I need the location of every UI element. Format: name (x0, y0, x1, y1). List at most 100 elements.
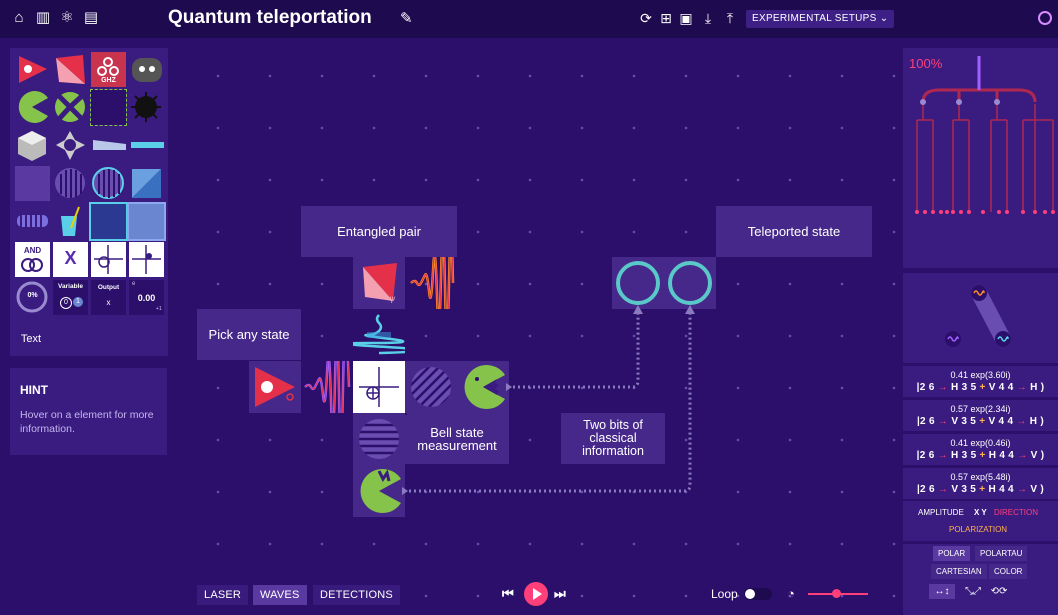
probability-label: 100% (909, 56, 943, 71)
home-icon[interactable]: ⌂ (14, 9, 24, 26)
four-way-detector-tile[interactable] (53, 90, 88, 125)
speed-slider[interactable] (808, 589, 868, 598)
output-slot-2[interactable] (664, 257, 716, 309)
cartesian-button[interactable]: CARTESIAN (931, 564, 987, 579)
polarizer-board[interactable] (405, 361, 457, 413)
sugar-glass-tile[interactable] (53, 204, 88, 239)
output-tile[interactable]: Output x (91, 280, 126, 315)
axis-arrows-icon[interactable]: ↔↕ (929, 584, 955, 599)
tab-detections[interactable]: DETECTIONS (313, 585, 400, 605)
polartau-button[interactable]: POLARTAU (975, 546, 1028, 561)
spdc-crystal-tile[interactable] (53, 52, 88, 87)
number-value: 0.00 (137, 293, 156, 303)
color-button[interactable]: COLOR (989, 564, 1028, 579)
edit-title-icon[interactable]: ✎ (400, 10, 413, 27)
glass-tile[interactable] (53, 128, 88, 163)
map-icon[interactable]: ▥ (35, 9, 51, 26)
sugar-solution-tile[interactable] (15, 166, 50, 201)
play-button[interactable] (524, 582, 548, 606)
spdc-source[interactable]: ψ (353, 257, 405, 309)
and-gate-tile[interactable]: AND (15, 242, 50, 277)
state-row-1: 0.41 exp(3.60i) |2 6 → H 3 5 + V 4 4 → H… (903, 366, 1058, 397)
output-slot-1[interactable] (612, 257, 664, 309)
mode-amplitude[interactable]: AMPLITUDE (918, 508, 964, 517)
cnot-gate-tile[interactable] (91, 242, 126, 277)
camera-tile[interactable] (129, 52, 164, 87)
label-two-bits[interactable]: Two bits of classical information (561, 413, 665, 464)
box-tile[interactable] (127, 202, 166, 241)
laser-source[interactable] (249, 361, 301, 413)
encyclopedia-icon[interactable]: ▤ (83, 9, 99, 26)
state-ket: |2 6 → V 3 5 + H 4 4 → V ) (916, 484, 1045, 495)
diagonal-arrows-icon[interactable]: ⤡⤢ (965, 586, 981, 597)
state-row-2: 0.57 exp(2.34i) |2 6 → V 3 5 + V 4 4 → H… (903, 400, 1058, 431)
atom-icon[interactable]: ⚛ (60, 9, 74, 26)
tab-waves[interactable]: WAVES (253, 585, 307, 605)
phase-plate-tile[interactable] (129, 166, 164, 201)
new-level-icon[interactable]: ⊞ (660, 10, 672, 26)
mode-direction[interactable]: DIRECTION (994, 508, 1038, 517)
reset-icon[interactable]: ⟳ (640, 10, 652, 26)
state-amplitude: 0.41 exp(0.46i) (950, 438, 1011, 448)
download-icon[interactable]: ⤓ (704, 10, 712, 26)
absorber-tile[interactable] (90, 89, 127, 126)
mine-tile[interactable] (129, 90, 164, 125)
rock-tile[interactable] (15, 128, 50, 163)
x-gate-tile[interactable]: X (53, 242, 88, 277)
hint-body: Hover on a element for more information. (20, 409, 154, 435)
state-row-3: 0.41 exp(0.46i) |2 6 → H 3 5 + H 4 4 → V… (903, 434, 1058, 465)
entanglement-view (903, 273, 1058, 363)
vacuum-jar-tile[interactable] (89, 202, 128, 241)
view-controls: POLAR POLARTAU CARTESIAN COLOR ↔↕ ⤡⤢ ⟲⟳ (903, 544, 1058, 615)
loop-label: Loop (711, 587, 738, 601)
polar-button[interactable]: POLAR (933, 546, 971, 561)
polarizer-tile[interactable] (53, 166, 88, 201)
mode-xy[interactable]: X Y (974, 508, 987, 517)
detector-bottom[interactable] (353, 465, 405, 517)
detector-top[interactable] (457, 361, 509, 413)
rotation-icon[interactable]: ⟲⟳ (990, 586, 1008, 597)
polarizer-wp-tile[interactable] (91, 166, 126, 201)
user-icon[interactable] (1038, 11, 1052, 25)
ghz-label: GHZ (101, 77, 116, 84)
label-entangled-pair[interactable]: Entangled pair (301, 206, 457, 257)
mirror-tile[interactable] (91, 128, 126, 163)
controlled-gate-tile[interactable] (129, 242, 164, 277)
label-bell-state[interactable]: Bell state measurement (405, 413, 509, 464)
speed-icon: ◔ (787, 586, 795, 601)
tab-laser[interactable]: LASER (197, 585, 249, 605)
polarizer-horizontal-board[interactable] (353, 413, 405, 465)
svg-text:ψ: ψ (389, 294, 396, 303)
upload-icon[interactable]: ⤒ (726, 10, 734, 26)
label-pick-any-state[interactable]: Pick any state (197, 309, 301, 360)
hint-title: HINT (20, 383, 48, 397)
hint-panel: HINT Hover on a element for more informa… (10, 368, 167, 455)
state-amplitude: 0.57 exp(2.34i) (950, 404, 1011, 414)
state-amplitude: 0.41 exp(3.60i) (950, 370, 1011, 380)
faraday-rotator-tile[interactable] (15, 204, 50, 239)
output-label: Output (97, 284, 120, 291)
half-mirror-tile[interactable] (129, 128, 164, 163)
output-variable: x (106, 298, 111, 307)
laser-tile[interactable] (15, 52, 50, 87)
and-gate-label: AND (23, 246, 42, 255)
text-tool[interactable]: Text (12, 322, 50, 356)
loop-toggle[interactable] (744, 588, 772, 600)
variable-value-0: 0 (60, 297, 72, 309)
ghz-source-tile[interactable]: GHZ (91, 52, 126, 87)
state-ket: |2 6 → V 3 5 + V 4 4 → H ) (916, 416, 1045, 427)
variable-value-1: 1 (73, 297, 83, 307)
mode-polarization[interactable]: POLARIZATION (949, 525, 1008, 534)
cnot-gate-board[interactable] (351, 359, 407, 415)
save-icon[interactable]: ▣ (679, 10, 693, 26)
label-teleported-state[interactable]: Teleported state (716, 206, 872, 257)
detector-tile[interactable] (15, 90, 50, 125)
counter-tile[interactable]: 0% (15, 280, 50, 315)
skip-forward-icon[interactable]: ⏭ (554, 586, 566, 601)
skip-back-icon[interactable]: ⏮ (502, 586, 514, 601)
top-bar: ⌂ ▥ ⚛ ▤ Quantum teleportation ✎ ⟳ ⊞ ▣ ⤓ … (0, 0, 1058, 38)
experimental-setups-dropdown[interactable]: EXPERIMENTAL SETUPS ⌄ (746, 10, 895, 28)
